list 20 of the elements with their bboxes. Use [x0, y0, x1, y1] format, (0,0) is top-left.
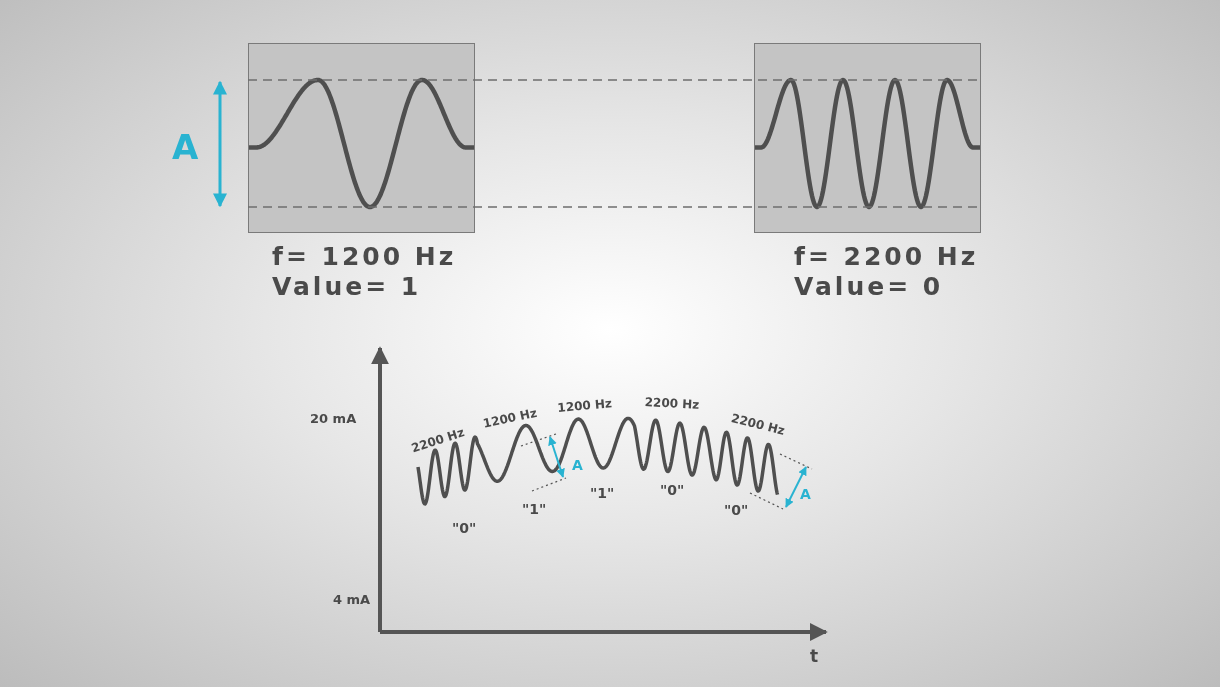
frequency-label: 1200 Hz: [482, 406, 538, 430]
frequency-text: f= 2200 Hz: [794, 242, 979, 272]
frequency-label: 1200 Hz: [557, 397, 613, 414]
bit-value-label: "0": [660, 483, 685, 497]
amplitude-label: A: [800, 487, 811, 501]
frequency-text: f= 1200 Hz: [272, 242, 457, 272]
value-text: Value= 1: [272, 272, 422, 302]
bit-value-label: "0": [452, 521, 477, 535]
frequency-label: 2200 Hz: [644, 396, 700, 411]
bit-value-label: "0": [724, 503, 749, 517]
frequency-label: 2200 Hz: [730, 412, 786, 437]
axis-tick-label: 20 mA: [310, 412, 357, 425]
amplitude-label: A: [172, 130, 199, 164]
axis-tick-label: 4 mA: [333, 593, 371, 606]
axis-label: t: [810, 648, 819, 665]
frequency-label: 2200 Hz: [410, 426, 466, 455]
bit-value-label: "1": [522, 502, 547, 516]
amplitude-label: A: [572, 458, 583, 472]
bit-value-label: "1": [590, 486, 615, 500]
value-text: Value= 0: [794, 272, 944, 302]
